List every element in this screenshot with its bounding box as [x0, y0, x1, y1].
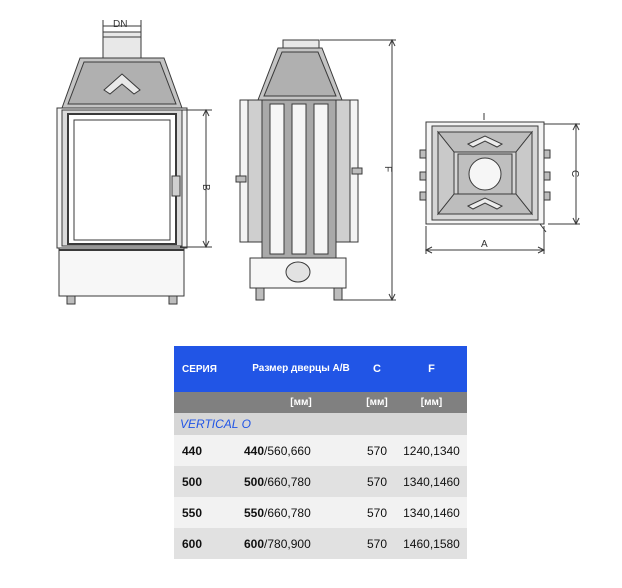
dn-label: DN [113, 19, 127, 30]
series-name: VERTICAL O [174, 413, 467, 435]
cell-c: 570 [358, 466, 396, 497]
b-label: B [200, 184, 211, 191]
cell-f: 1240,1340 [396, 435, 467, 466]
cell-c: 570 [358, 528, 396, 559]
cell-c: 570 [358, 435, 396, 466]
f-label: F [382, 166, 393, 172]
table-units-row: [мм] [мм] [мм] [174, 392, 467, 413]
front-view: DN B [56, 19, 212, 305]
cell-f: 1460,1580 [396, 528, 467, 559]
series-group-row: VERTICAL O [174, 413, 467, 435]
top-view: C A [419, 113, 580, 254]
cell-door-rest: /780,900 [264, 536, 311, 551]
cell-f: 1340,1460 [396, 497, 467, 528]
header-series: СЕРИЯ [174, 346, 244, 392]
c-label: C [569, 170, 580, 177]
table-row: 500 500/660,780 570 1340,1460 [174, 466, 467, 497]
cell-door-main: 550 [244, 505, 265, 520]
unit-f: [мм] [396, 392, 467, 413]
cell-f: 1340,1460 [396, 466, 467, 497]
cell-door-rest: /660,780 [264, 474, 311, 489]
header-f: F [396, 346, 467, 392]
cell-series: 600 [174, 528, 244, 559]
unit-c: [мм] [358, 392, 396, 413]
table-header-row: СЕРИЯ Размер дверцы A/B C F [174, 346, 467, 392]
cell-series: 500 [174, 466, 244, 497]
cell-series: 440 [174, 435, 244, 466]
side-view: F [235, 38, 396, 302]
table-row: 550 550/660,780 570 1340,1460 [174, 497, 467, 528]
unit-door-size: [мм] [244, 392, 358, 413]
a-label: A [481, 239, 488, 250]
cell-c: 570 [358, 497, 396, 528]
cell-door-rest: /560,660 [264, 443, 311, 458]
cell-series: 550 [174, 497, 244, 528]
cell-door-rest: /660,780 [264, 505, 311, 520]
table-row: 600 600/780,900 570 1460,1580 [174, 528, 467, 559]
spec-table: СЕРИЯ Размер дверцы A/B C F [мм] [мм] [м… [174, 346, 467, 559]
table-row: 440 440/560,660 570 1240,1340 [174, 435, 467, 466]
cell-door-main: 600 [244, 536, 265, 551]
cell-door-main: 500 [244, 474, 265, 489]
header-door-size: Размер дверцы A/B [244, 346, 358, 392]
fireplace-technical-drawing: DN B [56, 19, 580, 305]
cell-door-main: 440 [244, 443, 265, 458]
header-c: C [358, 346, 396, 392]
